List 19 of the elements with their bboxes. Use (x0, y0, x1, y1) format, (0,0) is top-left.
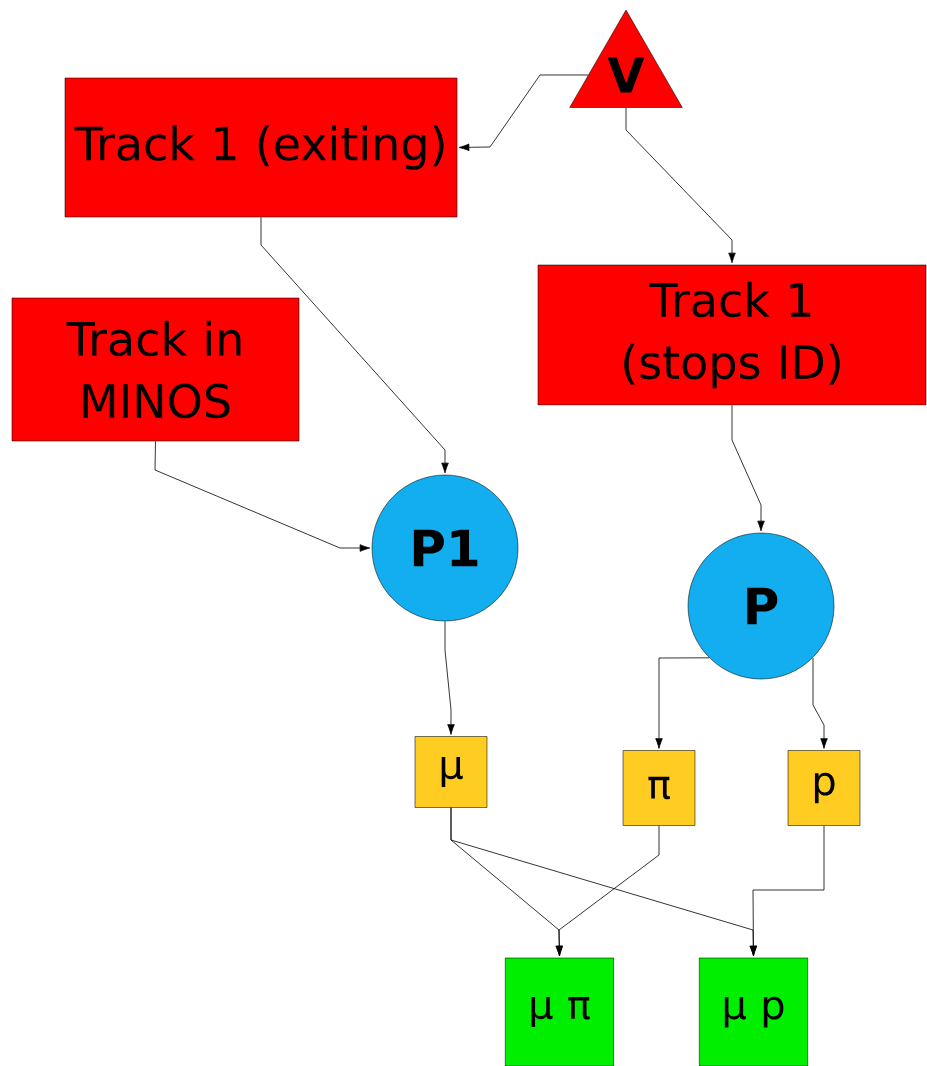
arrow (555, 825, 660, 957)
arrow (812, 657, 828, 749)
particle-box: π (622, 750, 696, 826)
track-box: Track 1 (stops ID) (537, 264, 927, 406)
arrow (731, 404, 765, 532)
combination-box: μ π (504, 957, 615, 1066)
particle-box: μ (414, 736, 488, 808)
arrow (458, 74, 589, 152)
arrow (444, 620, 455, 735)
track-box: Track in MINOS (11, 297, 300, 442)
arrow (154, 440, 371, 552)
arrow (655, 657, 710, 749)
vertex-triangle: V (569, 9, 683, 108)
arrow (260, 216, 449, 474)
combination-box: μ p (698, 957, 809, 1066)
arrow (625, 107, 736, 264)
track-box: Track 1 (exiting) (64, 77, 458, 218)
arrow (749, 825, 825, 957)
particle-box: p (787, 750, 861, 826)
